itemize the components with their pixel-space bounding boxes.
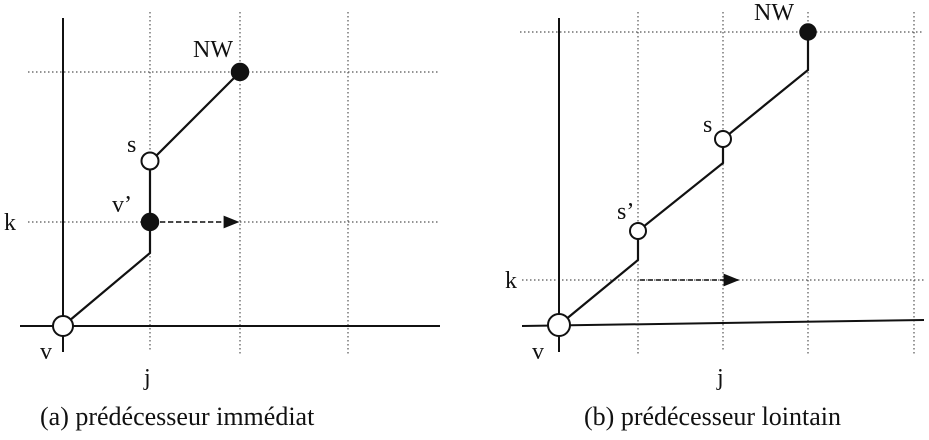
panel-b-label-k: k: [505, 268, 517, 294]
panel-a-node-v: [52, 315, 74, 337]
panel-b-node-s: [714, 130, 732, 148]
panel-b-label-s-prime: s’: [617, 199, 634, 225]
panel-b-node-nw: [799, 23, 817, 41]
panel-b-label-nw: NW: [754, 0, 794, 26]
panel-a-label-j: j: [143, 365, 151, 391]
panel-b-x-axis: [521, 319, 925, 327]
panel-b-diagram: NW s s’ k v j (b) prédécesseur lointain: [505, 0, 925, 431]
panel-b-node-s-prime: [629, 222, 647, 240]
panel-a-label-nw: NW: [193, 37, 233, 63]
panel-b-path: [558, 32, 810, 326]
panel-a-label-v-prime: v’: [112, 192, 132, 218]
panel-b-label-v: v: [532, 339, 544, 365]
panel-b-label-j: j: [716, 365, 724, 391]
panel-a-label-k: k: [4, 210, 16, 236]
panel-a-label-v: v: [40, 339, 52, 365]
panel-a-label-s: s: [127, 132, 136, 158]
panel-a-node-v-prime: [140, 212, 160, 232]
panel-a-node-nw: [230, 62, 250, 82]
panel-a-node-s: [140, 151, 160, 171]
panel-b-label-s: s: [703, 112, 712, 138]
panel-a-caption: (a) prédécesseur immédiat: [40, 402, 315, 431]
panel-a-path: [62, 71, 241, 327]
panel-b-caption: (b) prédécesseur lointain: [584, 402, 841, 431]
panel-b-node-v: [547, 313, 571, 337]
panel-a-diagram: NW s v’ k v j (a) prédécesseur immédiat: [4, 12, 440, 431]
